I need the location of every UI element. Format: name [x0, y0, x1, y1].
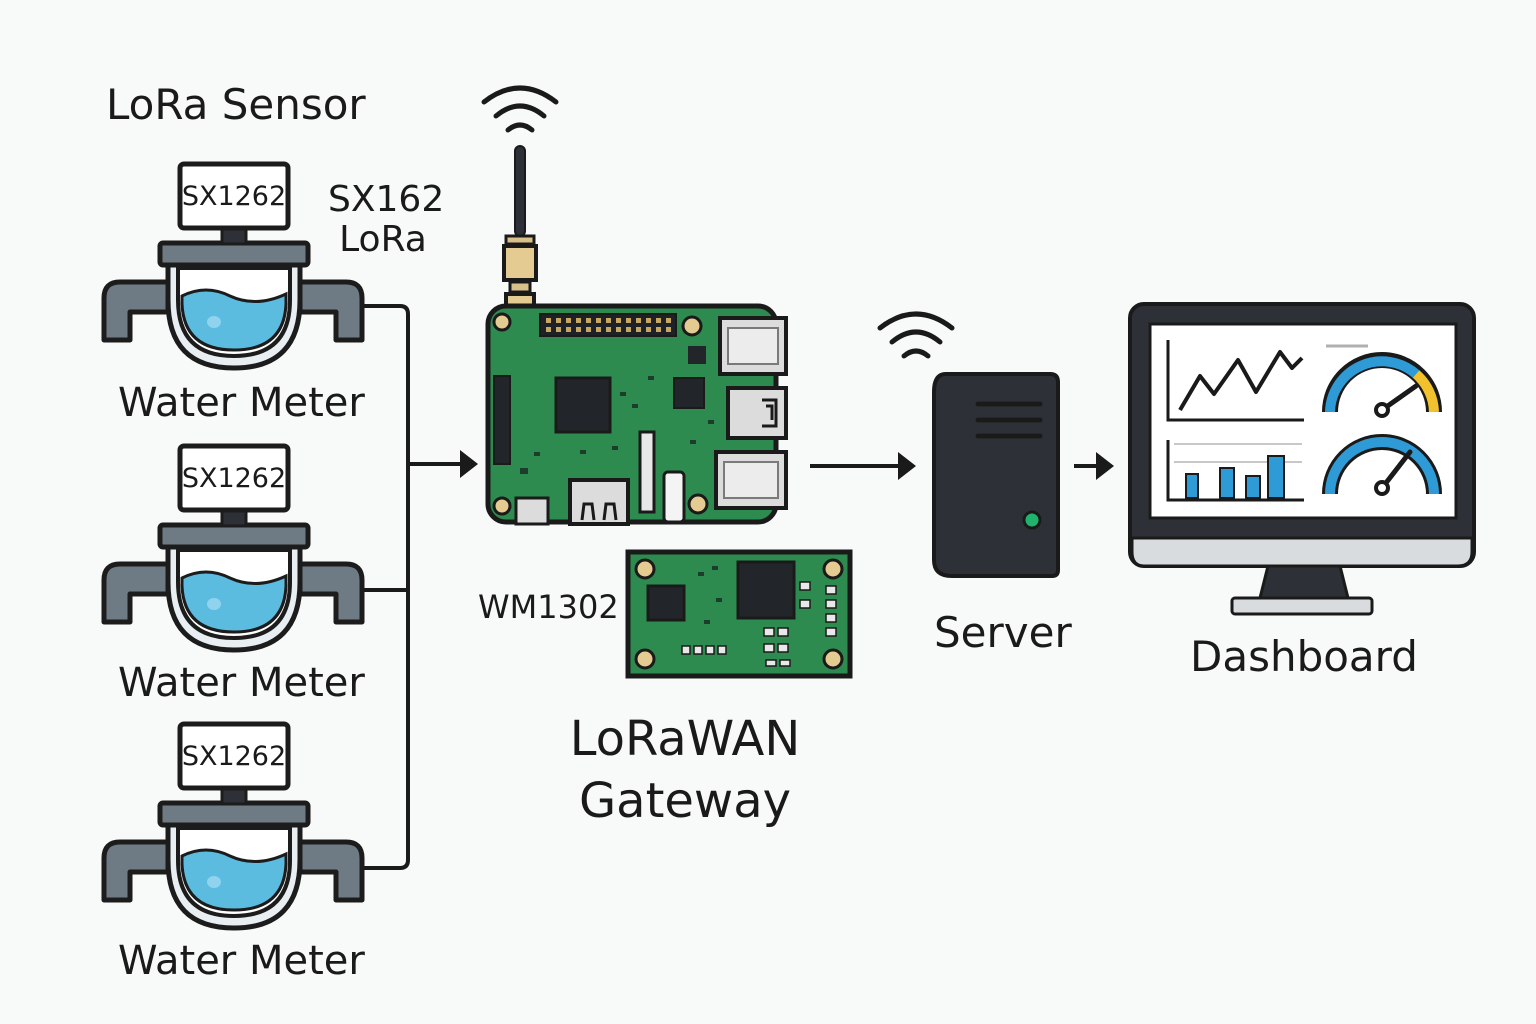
dashboard-label: Dashboard [1190, 632, 1418, 681]
chip-label-1: SX1262 [182, 181, 286, 212]
wifi-signal-icon [484, 88, 556, 130]
chip-label-3: SX1262 [182, 741, 286, 772]
status-led-icon [1022, 510, 1042, 530]
server-to-dashboard-arrow [1074, 452, 1114, 480]
antenna-icon [502, 145, 538, 330]
gauge-icon [1322, 352, 1442, 418]
wm1302-module [625, 549, 853, 679]
arrow-right-icon [898, 452, 916, 480]
gateway-label-line2: Gateway [578, 773, 792, 829]
server-tower [932, 372, 1060, 578]
wifi-signal-icon [880, 314, 952, 356]
sensor-bus-lines [364, 304, 464, 870]
gateway-to-server-arrow [810, 452, 916, 480]
lora-module-label: SX162 LoRa [328, 179, 445, 260]
gateway-label: LoRaWAN Gateway [540, 708, 830, 832]
water-meter-label-2: Water Meter [118, 660, 365, 706]
water-meter-label-1: Water Meter [118, 380, 365, 426]
bar-chart-icon [1166, 440, 1304, 502]
lora-sensor-title: LoRa Sensor [106, 80, 366, 129]
lora-module-line1: SX162 [328, 179, 445, 220]
chip-label-2: SX1262 [182, 463, 286, 494]
wm1302-label: WM1302 [478, 588, 619, 626]
lora-module-line2: LoRa [339, 219, 427, 260]
server-label: Server [934, 608, 1072, 657]
water-meter-label-3: Water Meter [118, 938, 365, 984]
line-chart-icon [1166, 340, 1304, 422]
gauge-icon [1322, 434, 1442, 496]
arrow-right-icon [1096, 452, 1114, 480]
raspberry-pi-board [485, 303, 788, 526]
arrow-right-icon [460, 450, 478, 478]
gateway-label-line1: LoRaWAN [569, 711, 801, 767]
dashboard-monitor [1128, 302, 1476, 616]
